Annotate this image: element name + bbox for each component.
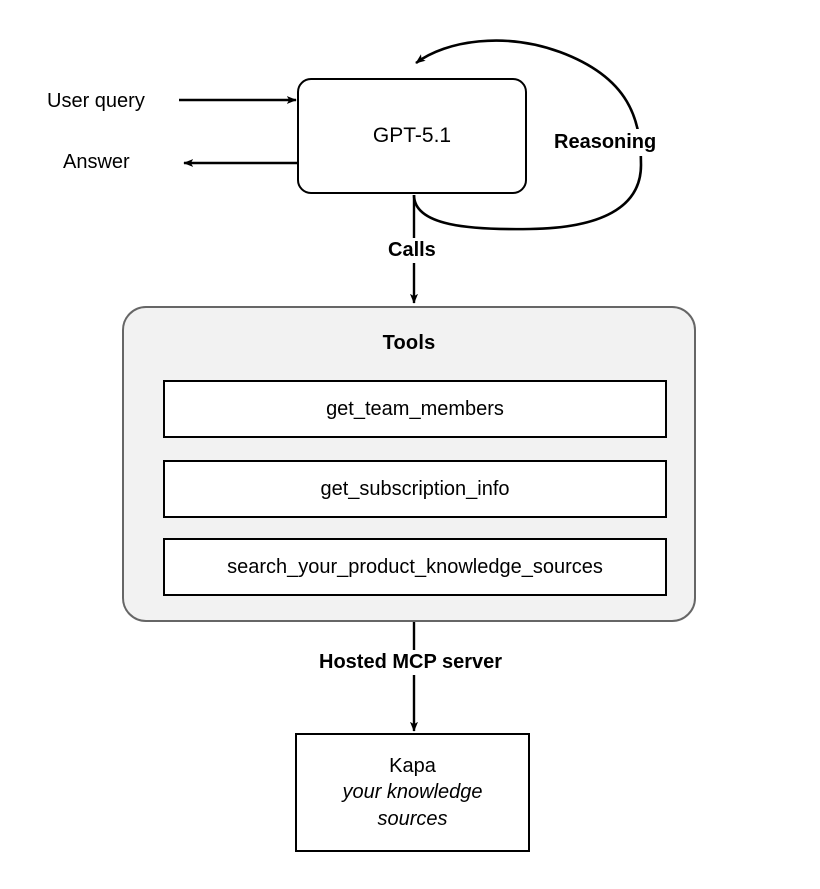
edge-label-hosted-mcp-server: Hosted MCP server (313, 650, 509, 675)
edge-label-calls: Calls (383, 238, 441, 263)
knowledge-base-title: Kapa (389, 754, 436, 777)
edge-label-answer: Answer (63, 151, 130, 173)
knowledge-base-subtitle-line1: your knowledge (342, 781, 483, 804)
edge-label-reasoning: Reasoning (551, 129, 660, 156)
tools-container: Tools get_team_members get_subscription_… (122, 306, 696, 622)
tool-item-search-product-knowledge-sources[interactable]: search_your_product_knowledge_sources (163, 538, 667, 596)
edge-label-user-query: User query (47, 90, 145, 112)
model-node-label: GPT-5.1 (372, 124, 452, 148)
tools-title: Tools (382, 332, 436, 354)
knowledge-base-node-kapa[interactable]: Kapa your knowledge sources (295, 733, 530, 852)
model-node-gpt[interactable]: GPT-5.1 (297, 78, 527, 194)
tool-item-get-team-members[interactable]: get_team_members (163, 380, 667, 438)
tool-item-get-subscription-info[interactable]: get_subscription_info (163, 460, 667, 518)
knowledge-base-subtitle-line2: sources (377, 807, 448, 830)
